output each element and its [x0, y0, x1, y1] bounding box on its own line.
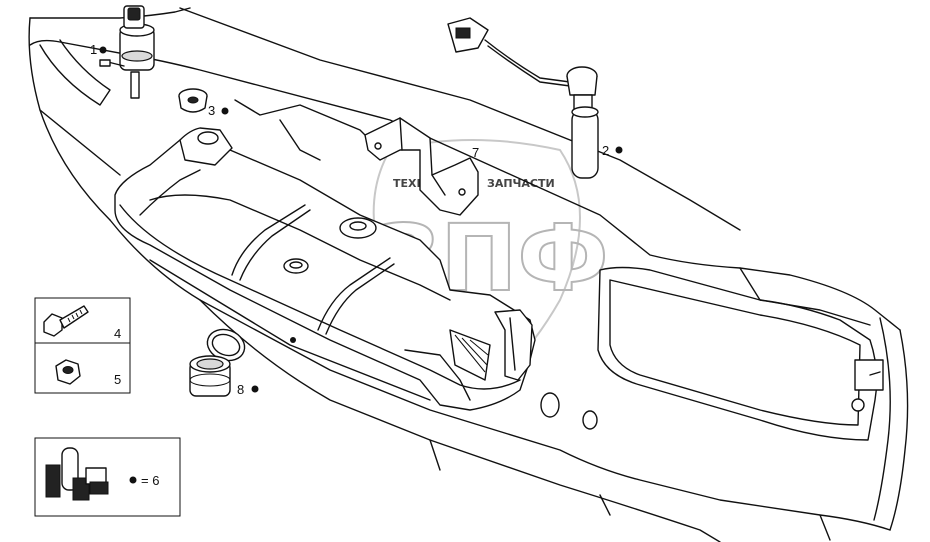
legend-label-5: 5: [114, 372, 121, 387]
part-7-bracket: [364, 117, 479, 216]
callout-7: 7: [472, 145, 479, 160]
callout-8: 8: [237, 382, 244, 397]
callout-1-dot: [99, 46, 107, 54]
callout-1: 1: [90, 42, 97, 57]
part-3-grommet: [178, 88, 208, 113]
callout-3-dot: [221, 107, 229, 115]
legend-label-4: 4: [114, 326, 121, 341]
callout-2-dot: [615, 146, 623, 154]
callout-8-dot: [251, 385, 259, 393]
part-8-clamp: [189, 328, 246, 397]
bolt-icon: [43, 305, 89, 337]
legend-label-6: = 6: [141, 473, 159, 488]
washer-reservoir: [114, 127, 536, 411]
legend-box-fasteners: 4 5: [34, 297, 131, 394]
callout-2: 2: [602, 143, 609, 158]
lamp-bracket: [854, 359, 884, 391]
part-1-washer-pump: [99, 5, 155, 99]
repair-kit-icon: [45, 447, 109, 501]
kit-dot: [129, 476, 137, 484]
bumper: [28, 7, 909, 542]
reservoir-callout-dot: [290, 337, 296, 343]
nut-icon: [55, 359, 81, 385]
part-2-level-sensor: [447, 17, 599, 179]
legend-box-kit: = 6: [34, 437, 181, 517]
callout-3: 3: [208, 103, 215, 118]
